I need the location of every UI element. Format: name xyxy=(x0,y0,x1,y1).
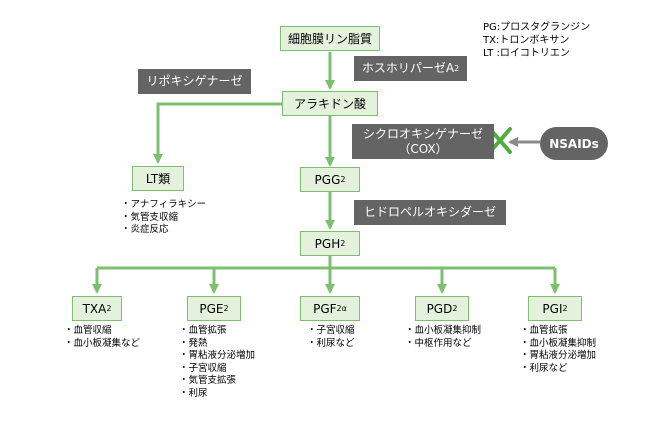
effects-pge2: ・血管拡張 ・発熱 ・胃粘液分泌増加 ・子宮収縮 ・気管支拡張 ・利尿 xyxy=(179,325,255,400)
effect-item: ・血管拡張 xyxy=(179,325,227,336)
effect-item: ・子宮収縮 xyxy=(307,325,355,336)
effect-item: ・炎症反応 xyxy=(121,224,169,235)
abbreviation-legend: PG:プロスタグランジン TX:トロンボキサン LT :ロイコトリエン xyxy=(483,21,590,60)
node-pgi2-label: PGI xyxy=(542,301,563,316)
effect-item: ・気管支拡張 xyxy=(179,375,237,386)
node-pgg2-label: PGG xyxy=(314,172,341,187)
enzyme-lipoxygenase: リポキシゲナーゼ xyxy=(138,69,251,94)
effect-item: ・気管支収縮 xyxy=(121,211,179,223)
effect-item: ・アナフィラキシー xyxy=(121,199,207,210)
effects-pgf2a: ・子宮収縮 ・利尿など xyxy=(307,325,355,350)
effect-item: ・中枢作用など xyxy=(405,337,472,349)
effect-item: ・子宮収縮 xyxy=(179,362,227,374)
effect-item: ・血管収縮 xyxy=(64,325,112,336)
effect-item: ・血小板凝集など xyxy=(64,337,141,349)
enzyme-cox-label: シクロオキシゲナーゼ xyxy=(362,126,483,141)
effect-item: ・血小板凝集抑制 xyxy=(520,337,597,349)
effect-item: ・利尿など xyxy=(520,362,568,374)
effects-pgd2: ・血小板凝集抑制 ・中枢作用など xyxy=(405,325,481,350)
legend-item-tx: TX:トロンボキサン xyxy=(483,35,570,46)
effect-item: ・胃粘液分泌増加 xyxy=(179,350,256,361)
node-arachidonic-acid-label: アラキドン酸 xyxy=(293,97,366,111)
effect-item: ・利尿 xyxy=(179,387,208,399)
nsaids-pill: NSAIDs xyxy=(540,127,608,160)
node-membrane-phospholipid: 細胞膜リン脂質 xyxy=(280,26,380,51)
effects-lt: ・アナフィラキシー ・気管支収縮 ・炎症反応 xyxy=(121,199,206,237)
enzyme-hydroperoxidase: ヒドロペルオキシダーゼ xyxy=(354,200,506,225)
enzyme-phospholipase-subscript: 2 xyxy=(454,63,460,73)
node-pge2-label: PGE xyxy=(199,301,224,316)
effect-item: ・血管拡張 xyxy=(520,325,568,336)
enzyme-cyclooxygenase: シクロオキシゲナーゼ （COX） xyxy=(352,124,494,159)
node-txa2-label: TXA xyxy=(82,301,107,316)
effect-item: ・胃粘液分泌増加 xyxy=(520,350,597,361)
legend-item-lt: LT :ロイコトリエン xyxy=(483,48,570,59)
enzyme-phospholipase-label: ホスホリパーゼA xyxy=(361,61,455,75)
node-pgg2-subscript: 2 xyxy=(340,175,346,184)
enzyme-hydroperoxidase-label: ヒドロペルオキシダーゼ xyxy=(363,205,496,219)
effect-item: ・利尿など xyxy=(307,337,355,349)
node-pgh2-subscript: 2 xyxy=(340,239,346,248)
enzyme-lipoxygenase-label: リポキシゲナーゼ xyxy=(146,74,243,88)
node-pgf2a-subscript: 2α xyxy=(336,304,347,313)
node-lt: LT類 xyxy=(132,166,184,191)
node-pgh2-label: PGH xyxy=(314,236,341,251)
effect-item: ・血小板凝集抑制 xyxy=(405,325,482,336)
node-pgf2a-label: PGF xyxy=(313,301,337,316)
legend-item-pg: PG:プロスタグランジン xyxy=(483,22,591,33)
arrow-arachidonic-to-lt xyxy=(153,102,282,164)
node-lt-label: LT類 xyxy=(145,172,171,186)
effect-item: ・発熱 xyxy=(179,337,208,349)
effects-txa2: ・血管収縮 ・血小板凝集など xyxy=(64,325,140,350)
effects-pgi2: ・血管拡張 ・血小板凝集抑制 ・胃粘液分泌増加 ・利尿など xyxy=(520,325,596,375)
node-pgi2-subscript: 2 xyxy=(562,304,568,313)
node-arachidonic-acid: アラキドン酸 xyxy=(282,91,378,116)
nsaids-label: NSAIDs xyxy=(549,136,599,151)
node-pgd2-subscript: 2 xyxy=(452,304,458,313)
node-pge2-subscript: 2 xyxy=(223,304,229,313)
enzyme-cox-abbreviation: （COX） xyxy=(398,141,448,156)
node-pgd2-label: PGD xyxy=(426,301,453,316)
node-membrane-phospholipid-label: 細胞膜リン脂質 xyxy=(287,32,372,46)
node-txa2-subscript: 2 xyxy=(106,304,112,313)
